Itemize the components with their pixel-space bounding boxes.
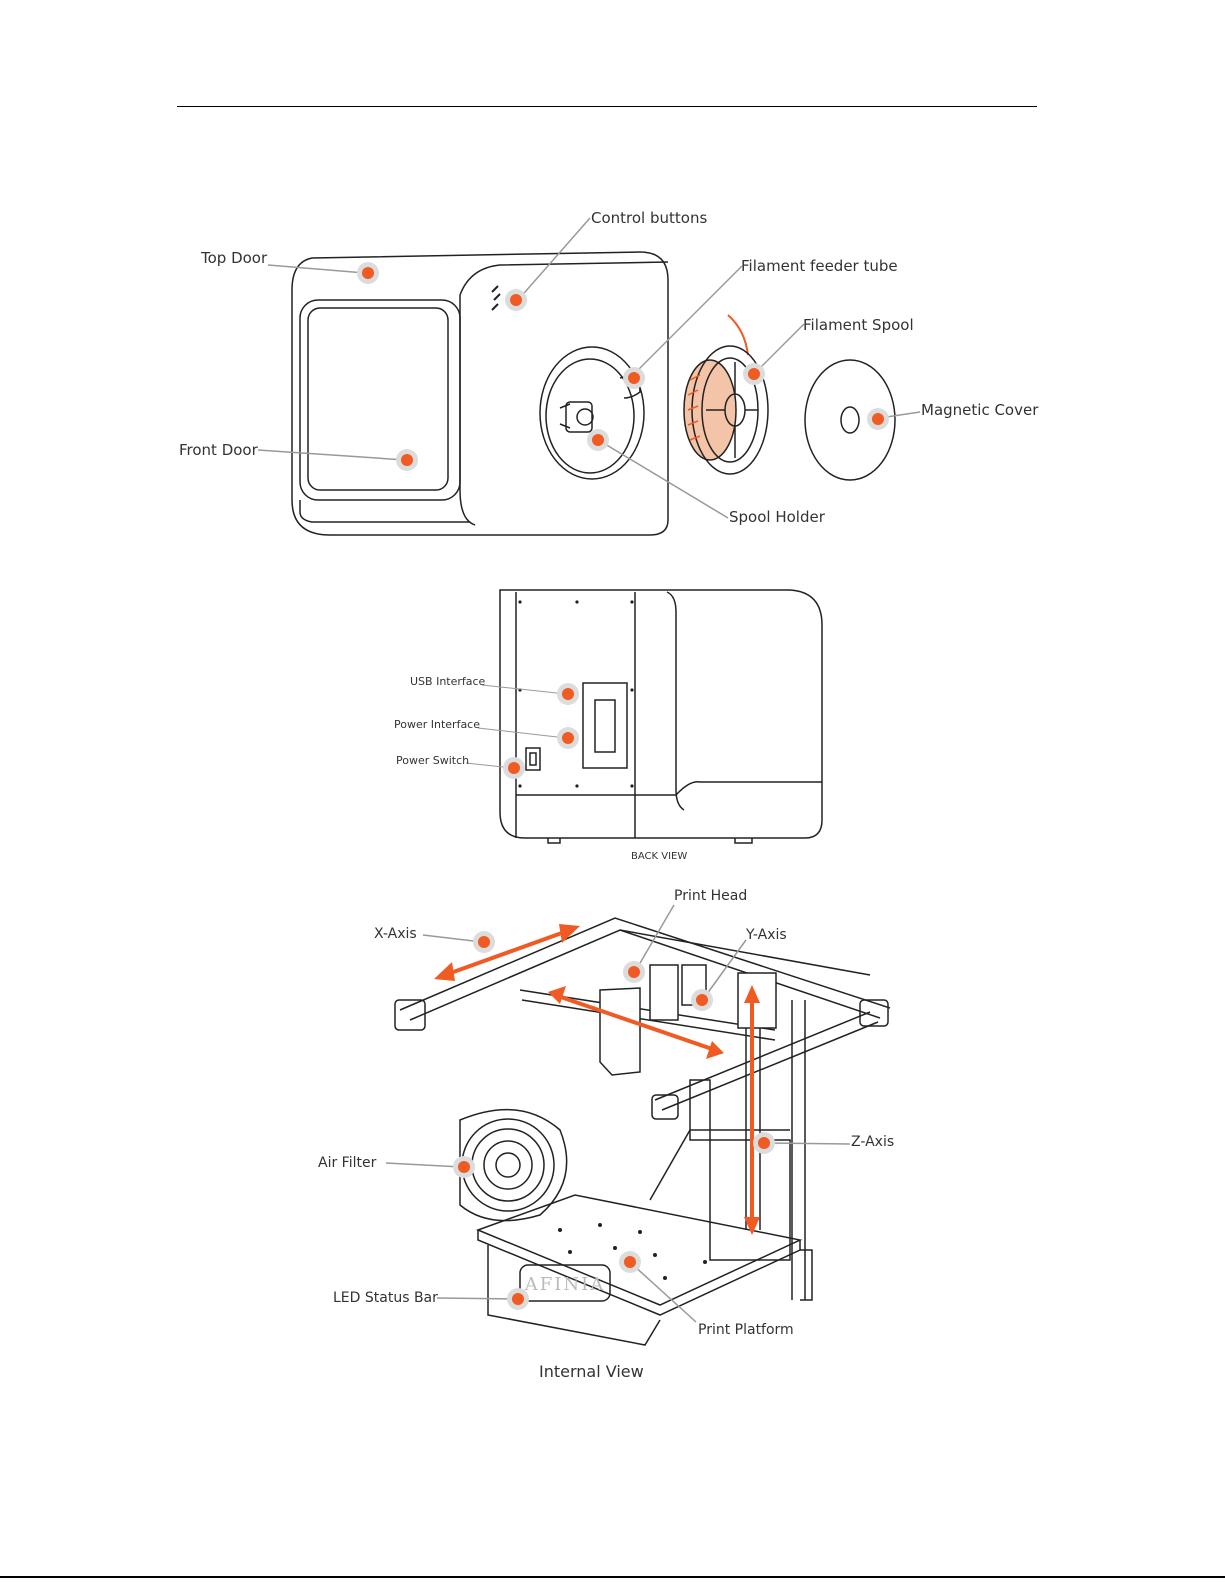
label-z-axis: Z-Axis — [851, 1134, 894, 1150]
label-spool-holder: Spool Holder — [729, 508, 825, 526]
internal-view-callouts — [453, 931, 775, 1310]
caption-back-view: BACK VIEW — [631, 851, 687, 862]
caption-internal-view: Internal View — [539, 1362, 644, 1381]
label-print-platform: Print Platform — [698, 1322, 794, 1338]
label-led-status-bar: LED Status Bar — [333, 1290, 438, 1306]
label-power-switch: Power Switch — [396, 754, 469, 767]
label-power-interface: Power Interface — [394, 718, 480, 731]
filament-spool-drawing — [684, 315, 768, 474]
label-y-axis: Y-Axis — [746, 927, 787, 943]
label-top-door: Top Door — [201, 249, 267, 267]
front-view-callouts — [357, 262, 889, 471]
label-filament-feeder-tube: Filament feeder tube — [741, 257, 898, 275]
label-x-axis: X-Axis — [374, 926, 417, 942]
label-filament-spool: Filament Spool — [803, 316, 914, 334]
back-view-callouts — [503, 683, 579, 779]
label-air-filter: Air Filter — [318, 1155, 376, 1171]
label-magnetic-cover: Magnetic Cover — [921, 401, 1038, 419]
label-usb-interface: USB Interface — [410, 675, 485, 688]
footer-rule — [0, 1576, 1225, 1578]
back-view-drawing — [500, 590, 822, 843]
front-view-drawing — [292, 252, 668, 535]
internal-view-drawing: AFINIA — [395, 918, 890, 1345]
label-control-buttons: Control buttons — [591, 209, 707, 227]
label-print-head: Print Head — [674, 888, 747, 904]
motion-arrows — [434, 924, 760, 1235]
brand-text: AFINIA — [524, 1274, 605, 1295]
label-front-door: Front Door — [179, 441, 258, 459]
